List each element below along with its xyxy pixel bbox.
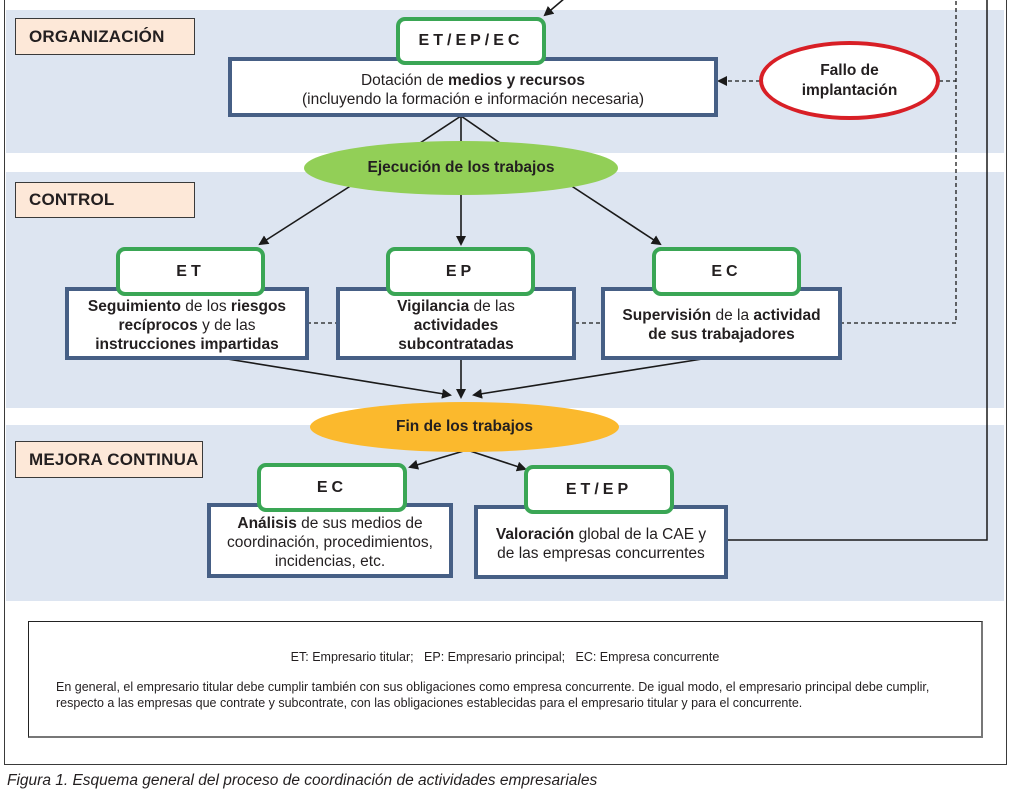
stage-label-text: CONTROL: [29, 190, 115, 209]
stage-label-organizacion: ORGANIZACIÓN: [15, 18, 195, 55]
box-text: Análisis de sus medios de coordinación, …: [221, 514, 439, 571]
role-text: EC: [711, 262, 742, 280]
box-text-bold: Supervisión: [622, 307, 712, 324]
figure-frame: [4, 0, 1007, 765]
role-text: EP: [445, 262, 476, 280]
role-badge-ep: EP: [386, 247, 535, 296]
role-badge-ec-mejora: EC: [257, 463, 407, 512]
box-text-bold: Valoración: [495, 525, 575, 543]
execution-ellipse: Ejecución de los trabajos: [304, 141, 618, 195]
box-text: Supervisión de la actividad de sus traba…: [613, 306, 830, 344]
box-text-regular: de los: [180, 297, 231, 315]
box-text-bold: Vigilancia: [397, 297, 470, 315]
box-dotacion: Dotación de medios y recursos (incluyend…: [228, 57, 718, 117]
box-dotacion-line2: (incluyendo la formación e información n…: [301, 91, 645, 108]
figure-caption: Figura 1. Esquema general del proceso de…: [7, 772, 598, 789]
text-bold: medios y recursos: [448, 72, 585, 89]
box-text: Vigilancia de las actividades subcontrat…: [354, 297, 558, 354]
box-text-regular: de las: [469, 297, 515, 315]
line-valoracion-feedback: [727, 0, 988, 541]
role-badge-et: ET: [116, 247, 265, 296]
line-org-right: [460, 115, 501, 144]
box-analisis: Análisis de sus medios de coordinación, …: [207, 503, 453, 578]
box-supervision: Supervisión de la actividad de sus traba…: [601, 287, 842, 360]
execution-text: Ejecución de los trabajos: [367, 159, 555, 176]
arrow-ec-end: [472, 356, 716, 399]
failure-line2: implantación: [801, 81, 898, 99]
arrow-et-end: [214, 356, 452, 399]
box-text-bold: Análisis: [237, 514, 297, 532]
legend-paragraph: En general, el empresario titular debe c…: [56, 680, 930, 710]
arrow-end-ec: [408, 449, 468, 470]
failure-ellipse: Fallo de implantación: [759, 41, 940, 120]
dotted-ec-feedback: [840, 0, 957, 324]
line-org-left: [419, 115, 462, 144]
role-badge-ec: EC: [652, 247, 801, 296]
role-text: EC: [316, 478, 348, 496]
box-text-bold: riesgos recíprocos: [118, 297, 287, 334]
box-text-regular: global de la CAE y de las empresas concu…: [497, 525, 707, 562]
box-text-regular: de sus medios de coordinación, procedimi…: [227, 514, 433, 570]
box-valoracion: Valoración global de la CAE y de las emp…: [474, 505, 728, 579]
role-text: ET: [176, 262, 205, 280]
legend-abbreviations: ET: Empresario titular; EP: Empresario p…: [290, 650, 720, 664]
stage-label-text: ORGANIZACIÓN: [29, 26, 165, 46]
arrow-exec-ec: [569, 184, 662, 246]
box-vigilancia: Vigilancia de las actividades subcontrat…: [336, 287, 576, 360]
stage-label-control: CONTROL: [15, 182, 195, 218]
legend-box: ET: Empresario titular; EP: Empresario p…: [28, 621, 983, 738]
stage-label-text: MEJORA CONTINUA: [29, 449, 199, 469]
box-dotacion-line1: Dotación de medios y recursos: [361, 71, 585, 90]
box-text-regular: de la: [711, 307, 754, 324]
role-badge-et-ep-ec: ET/EP/EC: [396, 17, 546, 65]
box-text-bold: actividad de sus trabajadores: [648, 307, 821, 343]
end-ellipse: Fin de los trabajos: [310, 402, 619, 452]
box-seguimiento: Seguimiento de los riesgos recíprocos y …: [65, 287, 309, 360]
box-text: Valoración global de la CAE y de las emp…: [494, 525, 708, 563]
arrow-feedback-in: [543, 0, 564, 17]
stage-label-mejora: MEJORA CONTINUA: [15, 441, 203, 478]
arrow-end-etep: [466, 449, 527, 472]
box-text: Seguimiento de los riesgos recíprocos y …: [69, 297, 305, 354]
box-text-bold: actividades subcontratadas: [398, 316, 514, 353]
arrow-exec-et: [258, 184, 353, 246]
box-text-regular: y de las: [197, 316, 256, 334]
role-text: ET/EP/EC: [418, 32, 524, 49]
end-text: Fin de los trabajos: [396, 418, 533, 435]
failure-line1: Fallo de: [820, 61, 879, 79]
text: Dotación de: [360, 72, 449, 89]
role-text: ET/EP: [565, 480, 633, 498]
role-badge-et-ep-mejora: ET/EP: [524, 465, 674, 514]
box-text-bold: Seguimiento: [87, 297, 181, 315]
box-text-bold: instrucciones impartidas: [95, 335, 279, 353]
